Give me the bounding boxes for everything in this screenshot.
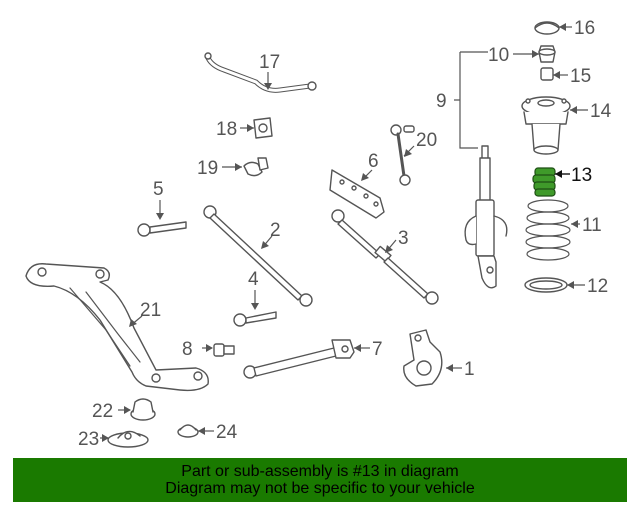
leader-7-arrow: [354, 344, 361, 352]
leader-5-arrow: [156, 213, 164, 220]
callout-10[interactable]: 10: [488, 45, 509, 66]
part-12-spring-insulator[interactable]: [524, 277, 568, 293]
leader-3-arrow: [385, 245, 393, 253]
leader-2-arrow: [261, 241, 269, 249]
part-17-stabilizer-bar[interactable]: [204, 52, 317, 93]
callout-20[interactable]: 20: [416, 130, 437, 151]
callout-24[interactable]: 24: [216, 422, 238, 443]
leader-12-arrow: [567, 281, 574, 289]
callout-2[interactable]: 2: [270, 220, 281, 241]
callout-21[interactable]: 21: [140, 300, 161, 321]
info-banner: Part or sub-assembly is #13 in diagram D…: [13, 458, 627, 502]
callout-5[interactable]: 5: [153, 179, 164, 200]
callout-13[interactable]: 13: [571, 165, 592, 186]
leader-6-arrow: [361, 173, 369, 181]
callout-9[interactable]: 9: [436, 91, 447, 112]
callout-7[interactable]: 7: [372, 339, 383, 360]
leader-10-arrow: [532, 50, 539, 58]
part-5-bolt[interactable]: [137, 221, 187, 237]
callout-15[interactable]: 15: [570, 66, 591, 87]
part-11-coil-spring[interactable]: [525, 199, 571, 261]
banner-line-1: Part or sub-assembly is #13 in diagram: [181, 463, 459, 480]
part-4-bolt[interactable]: [233, 311, 277, 327]
callout-6[interactable]: 6: [368, 151, 379, 172]
callout-17[interactable]: 17: [259, 52, 280, 73]
callout-4[interactable]: 4: [248, 269, 259, 290]
leader-1-arrow: [446, 364, 453, 372]
part-14-strut-mount[interactable]: [521, 96, 571, 155]
banner-line-2: Diagram may not be specific to your vehi…: [165, 480, 475, 497]
part-8-bolt[interactable]: [213, 343, 235, 357]
callout-11[interactable]: 11: [582, 215, 602, 236]
part-10-nut[interactable]: [538, 45, 556, 63]
leader-11-arrow: [571, 220, 578, 228]
callout-8[interactable]: 8: [182, 339, 193, 360]
part-1-knuckle[interactable]: [403, 329, 443, 387]
callout-19[interactable]: 19: [197, 158, 218, 179]
callout-1[interactable]: 1: [464, 359, 475, 380]
leader-13-arrow: [555, 170, 562, 178]
callout-3[interactable]: 3: [398, 228, 409, 249]
part-13-bump-stop[interactable]: [532, 167, 556, 197]
leader-18-arrow: [247, 124, 254, 132]
part-6-bracket-plate[interactable]: [329, 169, 385, 219]
callout-16[interactable]: 16: [574, 18, 595, 39]
parts-diagram: 16 10 15 14 13: [25, 18, 612, 450]
callout-14[interactable]: 14: [590, 101, 612, 122]
part-19-stabilizer-bracket[interactable]: [243, 157, 269, 177]
leader-21-arrow: [129, 319, 137, 327]
leader-8-arrow: [206, 344, 213, 352]
part-21-crossmember[interactable]: [25, 263, 209, 392]
leader-19-arrow: [235, 163, 242, 171]
part-18-stabilizer-bushing[interactable]: [253, 117, 273, 139]
leader-24-arrow: [198, 427, 205, 435]
part-2-lateral-link[interactable]: [203, 205, 313, 307]
part-23-mount[interactable]: [107, 430, 149, 448]
part-24-cushion[interactable]: [177, 424, 199, 438]
leader-23-arrow: [102, 434, 109, 442]
leader-4-arrow: [251, 303, 259, 310]
part-15-bushing[interactable]: [540, 67, 554, 81]
leader-14-arrow: [570, 106, 577, 114]
callout-22[interactable]: 22: [92, 401, 113, 422]
leader-15-arrow: [553, 71, 560, 79]
part-22-mount[interactable]: [130, 398, 156, 421]
callout-23[interactable]: 23: [78, 429, 99, 450]
part-20-stabilizer-link[interactable]: [390, 124, 415, 186]
leader-9-bracket: [454, 51, 488, 149]
leader-16-arrow: [559, 23, 566, 31]
leader-22-arrow: [124, 406, 131, 414]
part-3-adjustable-link[interactable]: [331, 209, 439, 305]
leader-20-arrow: [404, 149, 412, 157]
part-7-trailing-link[interactable]: [243, 339, 355, 379]
callout-18[interactable]: 18: [216, 119, 237, 140]
part-9-strut-assembly[interactable]: [464, 145, 508, 289]
leader-17-arrow: [264, 83, 272, 90]
part-16-mount-cap[interactable]: [534, 21, 560, 35]
callout-12[interactable]: 12: [587, 276, 608, 297]
